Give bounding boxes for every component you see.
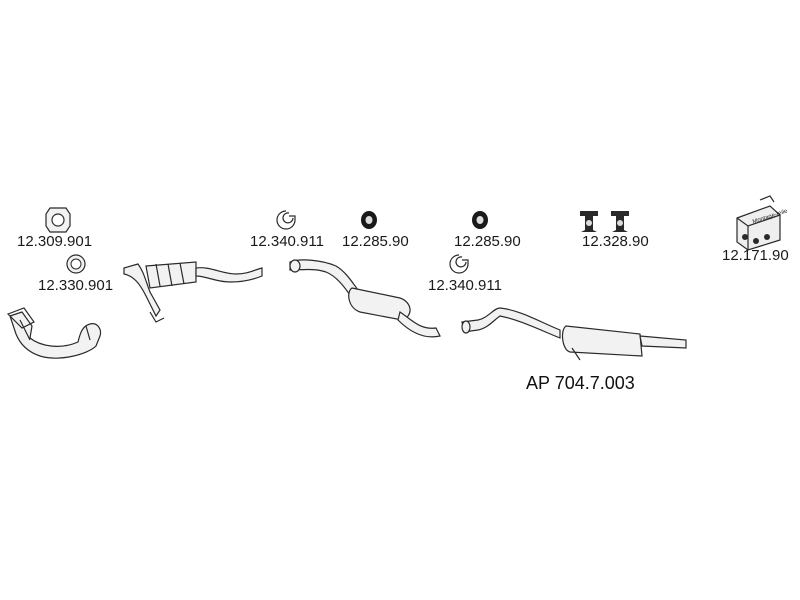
front-pipe [6,307,102,359]
part-number-label: 12.328.90 [582,233,649,250]
part-number-label: 12.330.901 [38,277,114,294]
square-flange-gasket-icon [45,207,71,233]
pipe-clamp-icon [449,254,469,274]
pipe-clamp-icon [276,210,296,230]
part-number-label: 12.309.901 [17,233,93,250]
rubber-mount-ring-icon [472,211,488,229]
part-number-label: 12.285.90 [342,233,409,250]
part-number-label: 12.340.911 [428,277,502,294]
rubber-mount-ring-icon [361,211,377,229]
assembly-number: AP 704.7.003 [526,373,635,393]
ring-gasket-icon [66,254,86,274]
rubber-hanger-icon [580,211,629,232]
rear-silencer [461,307,687,361]
mounting-kit-box-icon [736,195,781,251]
part-number-label: 12.171.90 [722,247,789,264]
center-silencer [289,259,441,338]
part-number-label: 12.285.90 [454,233,521,250]
catalytic-converter-section [123,261,263,323]
part-number-label: 12.340.911 [250,233,324,250]
